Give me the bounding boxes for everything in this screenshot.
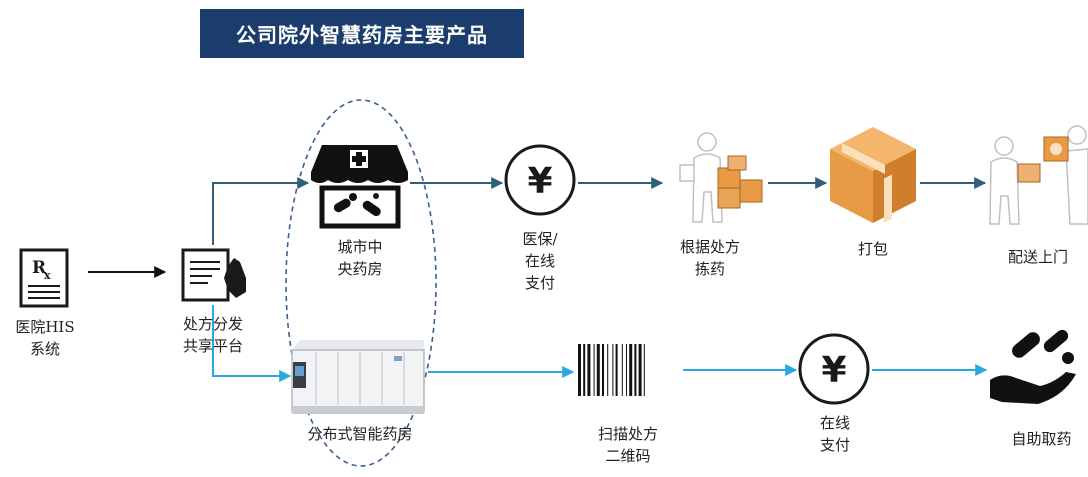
node-label-pick-by-rx: 根据处方 拣药 bbox=[679, 238, 740, 278]
svg-text:x: x bbox=[44, 269, 51, 282]
diagram-title: 公司院外智慧药房主要产品 bbox=[200, 9, 524, 58]
node-label-central-pharmacy: 城市中 央药房 bbox=[337, 238, 383, 278]
node-label-self-pickup: 自助取药 bbox=[1011, 430, 1072, 448]
document-hand-icon bbox=[181, 248, 246, 302]
svg-text:R: R bbox=[32, 258, 47, 278]
node-label-scan-qr: 扫描处方 二维码 bbox=[597, 425, 658, 465]
node-label-pack: 打包 bbox=[857, 240, 888, 258]
yen-coin-icon: ¥ bbox=[504, 144, 576, 216]
pharmacy-group-ellipse bbox=[285, 99, 437, 467]
delivery-person-icon bbox=[989, 125, 1088, 225]
node-label-distributed-pharmacy: 分布式智能药房 bbox=[307, 425, 413, 443]
rx-document-icon: R x bbox=[19, 248, 69, 308]
arrow-platform-to-central bbox=[212, 177, 310, 245]
svg-text:¥: ¥ bbox=[821, 350, 846, 391]
yen-coin-icon: ¥ bbox=[798, 333, 870, 405]
node-label-pay-online: 在线 支付 bbox=[819, 414, 850, 454]
smart-pharmacy-cabinet-icon bbox=[291, 340, 425, 414]
node-label-platform: 处方分发 共享平台 bbox=[182, 315, 243, 355]
svg-text:¥: ¥ bbox=[527, 161, 552, 202]
package-box-icon bbox=[830, 127, 916, 223]
arrow-platform-to-kiosk bbox=[212, 305, 292, 382]
barcode-icon bbox=[578, 344, 645, 396]
node-label-his: 医院HIS 系统 bbox=[15, 318, 75, 358]
pharmacy-store-icon bbox=[311, 145, 408, 229]
hand-pills-icon bbox=[990, 329, 1076, 404]
worker-boxes-icon bbox=[679, 132, 763, 223]
node-label-deliver: 配送上门 bbox=[1007, 248, 1068, 266]
node-label-pay-insurance: 医保/ 在线 支付 bbox=[522, 230, 558, 292]
